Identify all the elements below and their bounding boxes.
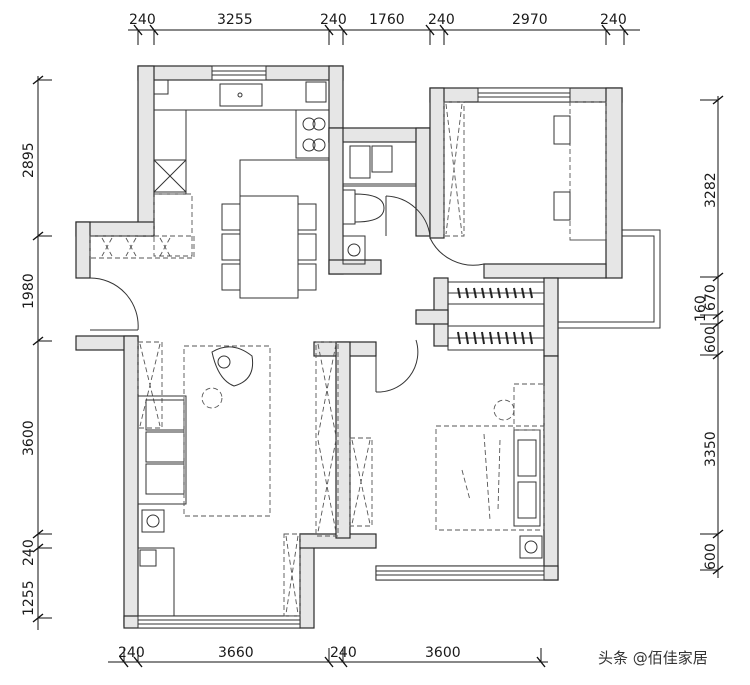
dim-top-0: 240 [129,12,156,28]
bottom-dimension-line [108,648,548,668]
dim-bottom-3: 3600 [425,645,461,661]
bedroom1-furniture [429,101,607,278]
dim-top-6: 240 [600,12,627,28]
dim-right-0: 3282 [703,172,719,208]
bathroom-fixtures [342,141,431,265]
kitchen-fixtures [89,79,330,259]
right-dimension-line [700,95,724,578]
watermark: 头条 @佰佳家居 [598,649,708,667]
dim-top-4: 240 [428,12,455,28]
dim-left-2: 3600 [21,420,37,456]
dim-bottom-2: 240 [330,645,357,661]
dim-right-3: 600 [703,326,719,353]
dim-right-5: 600 [703,543,719,570]
dim-left-1: 1980 [21,273,37,309]
dim-left-4: 1255 [21,580,37,616]
windows [137,65,571,629]
dim-top-5: 2970 [512,12,548,28]
top-dimension-line [128,24,640,45]
bay-window [558,229,661,329]
dim-right-1: 670 [703,284,719,311]
dim-top-1: 3255 [217,12,253,28]
living-furniture [89,277,339,617]
walls [75,65,623,629]
dim-left-0: 2895 [21,142,37,178]
dim-right-2: 160 [693,295,709,322]
dim-left-3: 240 [21,539,37,566]
dining-table [221,195,317,299]
dim-top-3: 1760 [369,12,405,28]
left-dimension-line [32,75,52,630]
dim-right-4: 3350 [703,431,719,467]
dim-bottom-0: 240 [118,645,145,661]
wardrobes [447,281,545,351]
bedroom2-furniture [349,339,545,559]
dim-bottom-1: 3660 [218,645,254,661]
dim-top-2: 240 [320,12,347,28]
